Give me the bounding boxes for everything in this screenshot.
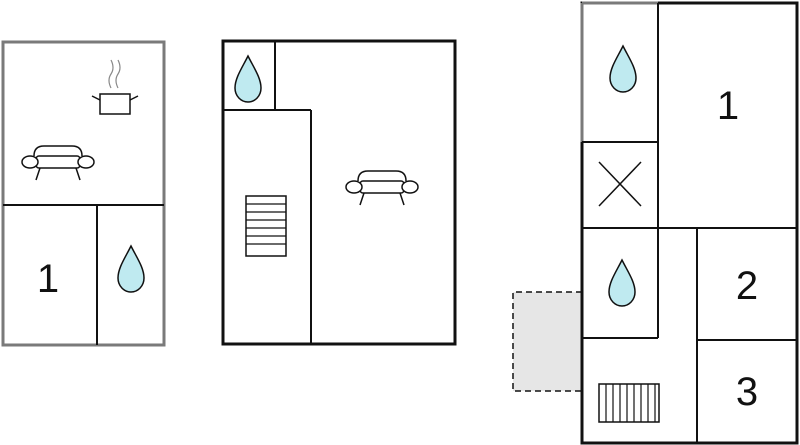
plan-right-outline [580, 1, 799, 445]
terrace [513, 292, 582, 391]
plan-middle [221, 39, 457, 346]
room-label-bedroom-2: 2 [736, 264, 758, 308]
room-label-bedroom: 1 [37, 257, 59, 301]
plan-left: 1 [1, 40, 166, 347]
water-drop-icon [609, 45, 637, 93]
plan-left-outline [1, 40, 166, 347]
room-label-bedroom-3: 3 [736, 370, 758, 414]
stairs-icon [598, 383, 660, 423]
room-label-bedroom-1: 1 [717, 84, 739, 128]
water-drop-icon [608, 259, 636, 307]
plan-middle-outline [221, 39, 457, 346]
cooking-pot-icon [91, 59, 139, 115]
terrace-outline [512, 291, 582, 392]
cross-icon [598, 161, 642, 207]
plan-right: 1 2 3 [512, 1, 799, 445]
stairs-icon [245, 195, 287, 257]
